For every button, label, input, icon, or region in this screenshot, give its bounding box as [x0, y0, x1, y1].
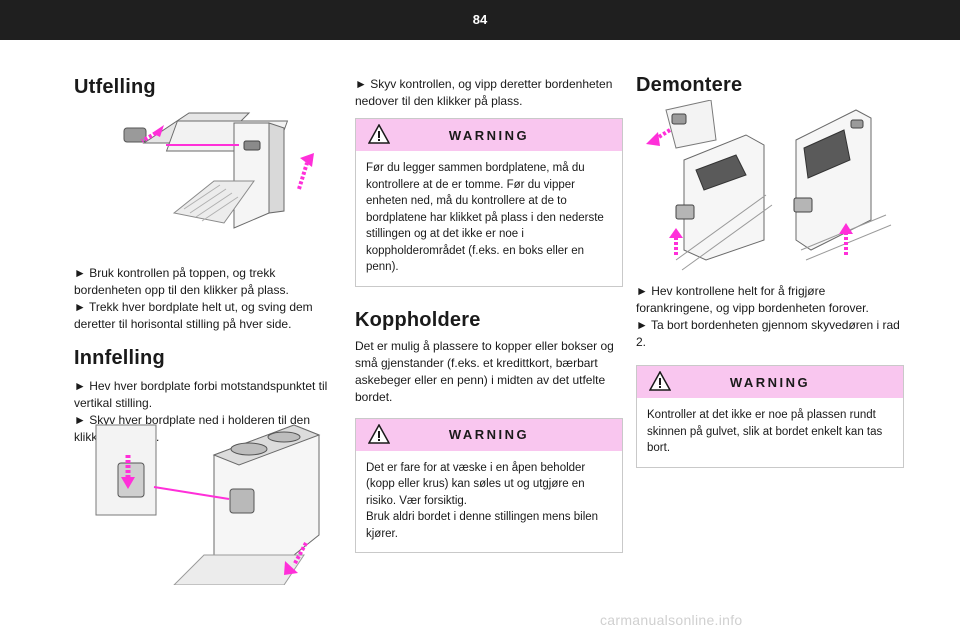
utfelling-text: ► Bruk kontrollen på toppen, og trekk bo… — [74, 265, 342, 333]
utfelling-step-2: ► Trekk hver bordplate helt ut, og sving… — [74, 300, 313, 331]
page-number: 84 — [472, 12, 488, 27]
warning-box-1: WARNING Før du legger sammen bordplatene… — [355, 118, 623, 287]
warning-header-1: WARNING — [356, 119, 622, 151]
innfelling-step-1: ► Hev hver bordplate forbi motstandspunk… — [74, 379, 328, 410]
warning-header-3: WARNING — [637, 366, 903, 398]
footer-watermark: carmanualsonline.info — [600, 612, 743, 628]
utfelling-step-1: ► Bruk kontrollen på toppen, og trekk bo… — [74, 266, 289, 297]
warning-triangle-icon — [649, 371, 671, 391]
heading-koppholdere: Koppholdere — [355, 308, 481, 331]
column-koppholdere: ► Skyv kontrollen, og vipp deretter bord… — [355, 60, 623, 553]
warning-text-2: Det er fare for at væske i en åpen behol… — [356, 451, 622, 553]
figure-remove-table — [646, 100, 892, 271]
warning-text-3: Kontroller at det ikke er noe på plassen… — [647, 409, 883, 454]
demontere-step-2: ► Ta bort bordenheten gjennom skyvedøren… — [636, 318, 900, 349]
demontere-text: ► Hev kontrollene helt for å frigjøre fo… — [636, 283, 904, 351]
column-utfelling: Utfelling ► Bruk kontrollen på toppen, o… — [74, 60, 342, 446]
warning-title-3: WARNING — [729, 374, 811, 390]
heading-demontere: Demontere — [636, 74, 743, 96]
warning-2-line-1: Det er fare for at væske i en åpen behol… — [366, 461, 586, 507]
warning-2-line-2: Bruk aldri bordet i denne stillingen men… — [366, 511, 599, 540]
koppholdere-text: Det er mulig å plassere to kopper eller … — [355, 338, 614, 404]
warning-title-1: WARNING — [448, 127, 530, 143]
figure-fold-table — [95, 424, 321, 585]
warning-box-3: WARNING Kontroller at det ikke er noe på… — [636, 365, 904, 468]
fold-step-text: ► Skyv kontrollen, og vipp deretter bord… — [355, 77, 613, 108]
warning-title-2: WARNING — [448, 427, 530, 442]
warning-triangle-icon — [368, 423, 390, 444]
heading-utfelling: Utfelling — [74, 76, 156, 98]
warning-header-2: WARNING — [356, 418, 622, 451]
warning-box-2: WARNING Det er fare for at væske i en åp… — [355, 417, 623, 553]
demontere-step-1: ► Hev kontrollene helt for å frigjøre fo… — [636, 284, 869, 315]
figure-unfold-table — [123, 112, 314, 229]
column-demontere: Demontere ► Hev kontrollene helt for å f… — [636, 60, 904, 468]
warning-triangle-icon — [368, 124, 390, 144]
warning-text-1: Før du legger sammen bordplatene, må du … — [366, 162, 604, 273]
heading-innfelling: Innfelling — [74, 347, 165, 369]
page-header-bar — [0, 0, 960, 40]
